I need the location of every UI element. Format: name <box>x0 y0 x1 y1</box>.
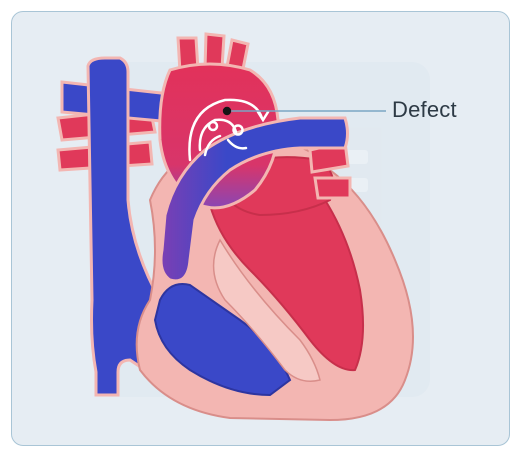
pulmonary-artery <box>159 116 349 283</box>
right-ventricle <box>153 283 292 397</box>
callout-dot <box>222 106 232 116</box>
septum <box>212 238 321 382</box>
defect-callout <box>222 106 386 116</box>
defect-flow-arrows <box>188 98 270 162</box>
defect-label: Defect <box>392 97 457 122</box>
